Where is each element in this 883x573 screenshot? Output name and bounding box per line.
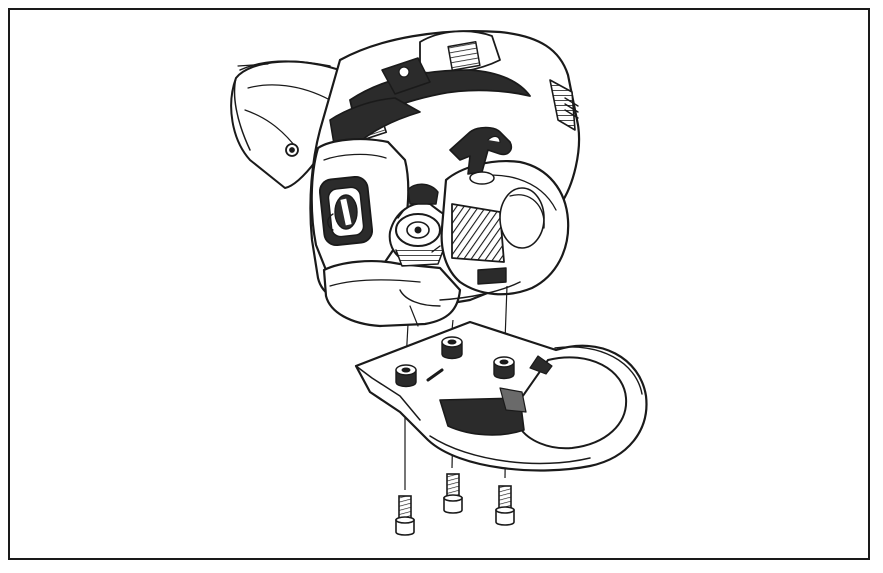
screw-center (443, 473, 463, 514)
screw-right (495, 485, 515, 526)
guard-handle (354, 320, 648, 472)
boss-right (493, 356, 515, 380)
boss-left (395, 364, 417, 388)
screw-left (395, 495, 415, 536)
engine-housing (230, 30, 581, 328)
boss-center (441, 336, 463, 360)
